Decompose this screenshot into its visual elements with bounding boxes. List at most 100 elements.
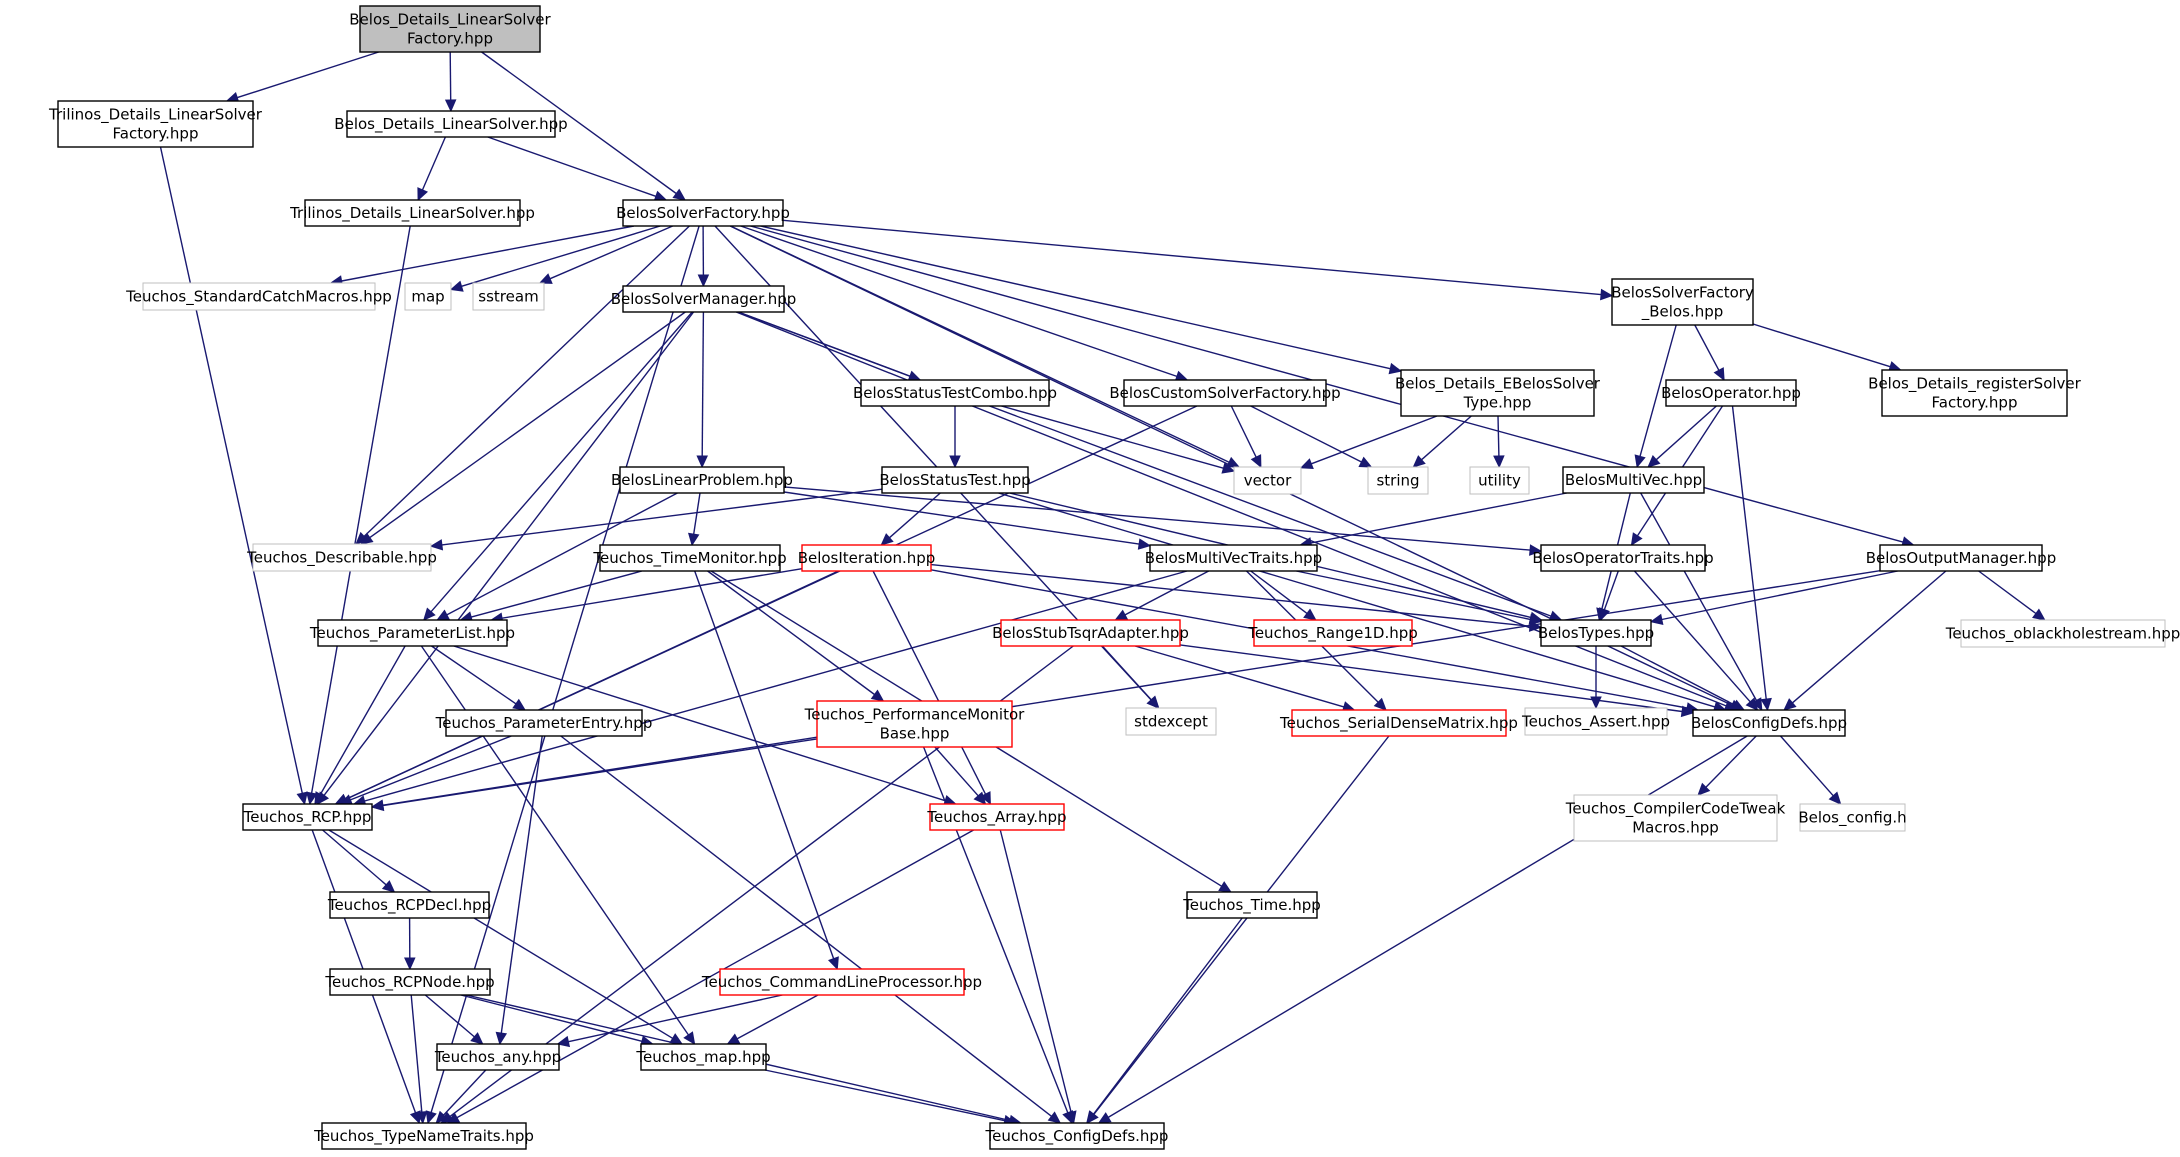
- node-label: Teuchos_Time.hpp: [1182, 896, 1321, 915]
- node-any[interactable]: Teuchos_any.hpp: [434, 1043, 561, 1071]
- edge-line: [1792, 570, 1947, 704]
- node-belos-lin-solver[interactable]: Belos_Details_LinearSolver.hpp: [334, 110, 568, 138]
- node-type-name-traits[interactable]: Teuchos_TypeNameTraits.hpp: [313, 1122, 534, 1150]
- edge-line: [345, 570, 839, 801]
- node-label: Teuchos_RCP.hpp: [243, 808, 372, 827]
- node-custom-factory[interactable]: BelosCustomSolverFactory.hpp: [1109, 379, 1341, 407]
- node-solver-factory[interactable]: BelosSolverFactory.hpp: [616, 199, 790, 227]
- edge-status_combo-to-status_test: [949, 406, 961, 469]
- node-serial-dense[interactable]: Teuchos_SerialDenseMatrix.hpp: [1279, 709, 1518, 737]
- edge-status_combo-to-vector: [1001, 405, 1236, 474]
- node-label: BelosOperatorTraits.hpp: [1532, 549, 1713, 567]
- edge-mv_traits-to-rcp: [352, 570, 1188, 807]
- edge-teuchos_time-to-teuchos_config: [1086, 917, 1243, 1124]
- node-label: Teuchos_Describable.hpp: [246, 549, 437, 568]
- node-rcp-node[interactable]: Teuchos_RCPNode.hpp: [324, 968, 495, 996]
- node-solver-manager[interactable]: BelosSolverManager.hpp: [611, 285, 797, 313]
- edge-line: [481, 51, 677, 195]
- node-label: BelosLinearProblem.hpp: [611, 471, 793, 489]
- node-label: BelosTypes.hpp: [1538, 624, 1654, 642]
- arrowhead-icon: [370, 799, 385, 812]
- node-output-manager[interactable]: BelosOutputManager.hpp: [1866, 544, 2056, 572]
- edge-line: [471, 570, 643, 618]
- node-rcp[interactable]: Teuchos_RCP.hpp: [242, 803, 373, 831]
- edge-line: [421, 136, 447, 191]
- arrowhead-icon: [1218, 881, 1232, 893]
- edge-param_entry-to-teuchos_config: [560, 735, 1062, 1124]
- node-belos-types[interactable]: BelosTypes.hpp: [1538, 619, 1654, 647]
- edge-iteration-to-array: [872, 570, 991, 806]
- edge-line: [1101, 645, 1152, 701]
- edge-line: [159, 146, 303, 794]
- node-label: Teuchos_CompilerCodeTweak: [1565, 800, 1786, 819]
- node-label: BelosIteration.hpp: [798, 549, 936, 567]
- node-box: [321, 1122, 527, 1150]
- arrowhead-icon: [1303, 608, 1317, 621]
- node-box: [346, 110, 556, 138]
- edge-line: [500, 735, 543, 1034]
- node-multivec[interactable]: BelosMultiVec.hpp: [1562, 466, 1705, 494]
- node-teuchos-config[interactable]: Teuchos_ConfigDefs.hpp: [985, 1122, 1169, 1150]
- node-param-list[interactable]: Teuchos_ParameterList.hpp: [309, 619, 515, 647]
- node-tsqr-adapter[interactable]: BelosStubTsqrAdapter.hpp: [992, 619, 1189, 647]
- node-mv-traits[interactable]: BelosMultiVecTraits.hpp: [1145, 544, 1322, 572]
- node-tril-lin-solver[interactable]: Trilinos_Details_LinearSolver.hpp: [289, 199, 535, 227]
- node-teuchos-time[interactable]: Teuchos_Time.hpp: [1182, 891, 1321, 919]
- node-rcp-decl[interactable]: Teuchos_RCPDecl.hpp: [327, 891, 491, 919]
- node-label: BelosCustomSolverFactory.hpp: [1109, 384, 1340, 402]
- node-status-combo[interactable]: BelosStatusTestCombo.hpp: [853, 379, 1057, 407]
- node-box: [860, 379, 1050, 407]
- node-param-entry[interactable]: Teuchos_ParameterEntry.hpp: [435, 709, 653, 737]
- edge-param_entry-to-rcp: [339, 735, 512, 806]
- node-box: [619, 466, 785, 494]
- node-linear-problem[interactable]: BelosLinearProblem.hpp: [611, 466, 793, 494]
- arrowhead-icon: [359, 532, 374, 545]
- edge-line: [701, 311, 705, 457]
- edge-line: [740, 225, 1178, 378]
- arrowhead-icon: [429, 539, 444, 551]
- edge-line: [461, 225, 661, 287]
- edge-line: [237, 51, 379, 99]
- edge-tril_lin_solver-to-rcp: [306, 225, 411, 806]
- arrowhead-icon: [495, 1031, 508, 1046]
- arrowhead-icon: [1649, 613, 1664, 626]
- edge-tsqr_adapter-to-stdexcept: [1101, 645, 1160, 709]
- arrowhead-icon: [444, 99, 457, 113]
- arrowhead-icon: [1412, 455, 1426, 468]
- node-cmdline[interactable]: Teuchos_CommandLineProcessor.hpp: [701, 968, 982, 996]
- node-sf-belos[interactable]: BelosSolverFactory_Belos.hpp: [1611, 278, 1754, 326]
- node-config-defs[interactable]: BelosConfigDefs.hpp: [1691, 709, 1847, 737]
- edge-root-to-belos_lin_solver: [444, 51, 457, 113]
- edge-line: [410, 994, 423, 1113]
- node-iteration[interactable]: BelosIteration.hpp: [798, 544, 936, 572]
- node-label: Teuchos_ParameterList.hpp: [309, 624, 515, 643]
- edge-line: [328, 829, 673, 1039]
- edge-line: [1731, 405, 1767, 700]
- edge-array-to-teuchos_config: [999, 829, 1077, 1125]
- node-box: [1123, 379, 1327, 407]
- node-operator[interactable]: BelosOperator.hpp: [1661, 379, 1801, 407]
- node-label: Trilinos_Details_LinearSolver: [48, 106, 263, 125]
- arrowhead-icon: [726, 1033, 741, 1045]
- edge-line: [1655, 405, 1717, 461]
- node-status-test[interactable]: BelosStatusTest.hpp: [879, 466, 1031, 494]
- node-op-traits[interactable]: BelosOperatorTraits.hpp: [1532, 544, 1714, 572]
- node-time-monitor[interactable]: Teuchos_TimeMonitor.hpp: [592, 544, 787, 572]
- node-array[interactable]: Teuchos_Array.hpp: [926, 803, 1067, 831]
- edge-custom_factory-to-string: [1250, 405, 1373, 468]
- node-label: BelosSolverFactory: [1611, 284, 1754, 302]
- node-describable: Teuchos_Describable.hpp: [246, 543, 437, 572]
- node-box: [404, 282, 452, 311]
- arrowhead-icon: [1528, 613, 1543, 625]
- node-range1d[interactable]: Teuchos_Range1D.hpp: [1247, 619, 1418, 647]
- nodes-layer: Belos_Details_LinearSolverFactory.hppTri…: [48, 5, 2180, 1150]
- edge-cmdline-to-teuchos_map: [726, 994, 819, 1045]
- edge-mv_traits-to-range1d: [1250, 570, 1317, 621]
- node-label: BelosStatusTestCombo.hpp: [853, 384, 1057, 402]
- node-teuchos-map[interactable]: Teuchos_map.hpp: [635, 1043, 771, 1071]
